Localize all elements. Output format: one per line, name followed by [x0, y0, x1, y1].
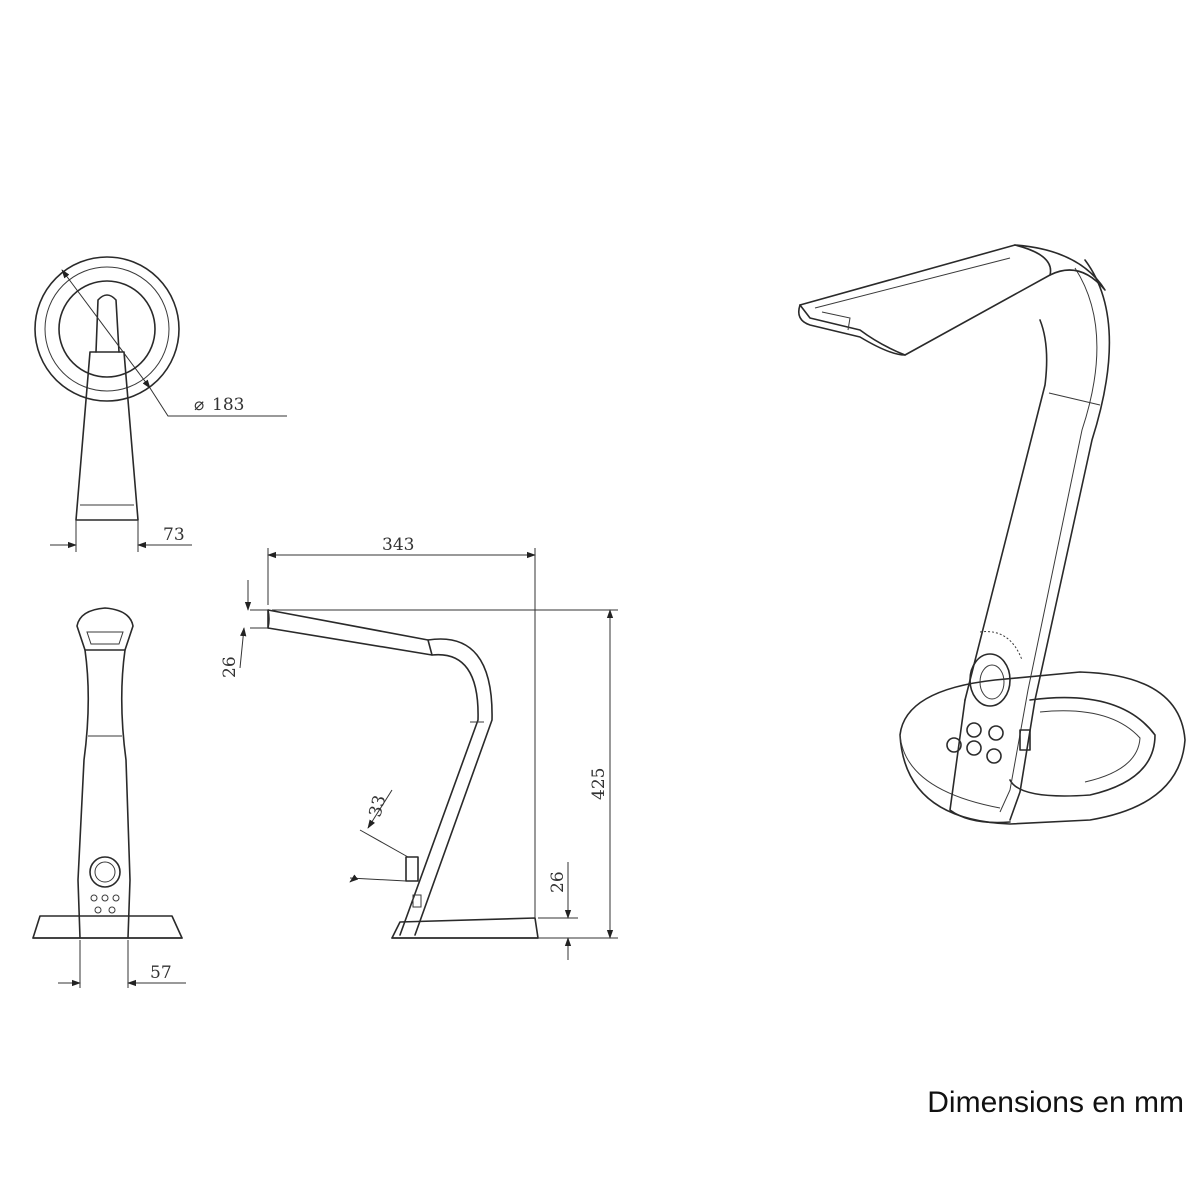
- dim-head-thickness: 26: [220, 656, 240, 678]
- perspective-knob-icon: [969, 653, 1011, 707]
- dim-73-lines: [50, 520, 192, 552]
- dim-425-lines: [272, 609, 618, 939]
- dim-height: 425: [589, 768, 609, 800]
- dim-57-lines: [58, 940, 186, 988]
- dim-33-lines: [349, 789, 409, 883]
- front-view: [32, 607, 183, 939]
- dim-switch-size: 33: [366, 793, 391, 819]
- dim-343-lines: [267, 548, 536, 918]
- dim-base-diameter: 183: [212, 395, 244, 415]
- dim-26-head-lines: [239, 580, 268, 669]
- dim-front-width: 57: [150, 963, 172, 983]
- dim-top-width: 73: [163, 525, 185, 545]
- side-view: [267, 609, 539, 939]
- dim-symbol-183: ⌀: [194, 395, 204, 415]
- dim-26-base-lines: [538, 862, 578, 960]
- caption-dimensions-unit: Dimensions en mm: [927, 1086, 1184, 1119]
- perspective-view: [797, 244, 1186, 825]
- dim-depth: 343: [382, 535, 414, 555]
- top-view: [34, 256, 287, 521]
- front-knob-icon: [89, 856, 121, 888]
- dim-base-thickness: 26: [548, 871, 568, 893]
